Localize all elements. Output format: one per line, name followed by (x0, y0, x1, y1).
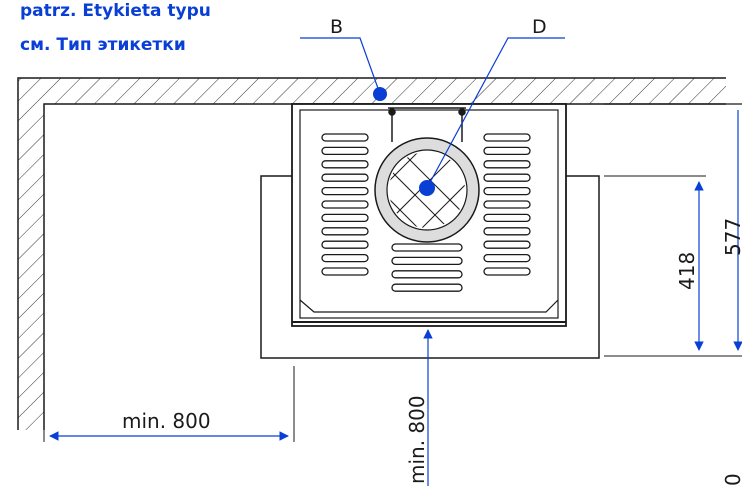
vent-slot (321, 267, 369, 276)
vent-slot (483, 200, 531, 209)
vent-slot (483, 160, 531, 169)
vent-slot (483, 133, 531, 142)
vent-slot (321, 213, 369, 223)
depth-dimension: 418 577 0 (604, 110, 742, 486)
vent-slot (321, 253, 369, 263)
side-clearance-value: min. 800 (122, 409, 211, 433)
ventilation-slots (321, 133, 531, 292)
vent-slot (483, 213, 531, 223)
vent-slot (321, 173, 369, 182)
vent-slot (483, 253, 531, 263)
front-clearance-dimension: min. 800 (405, 329, 433, 486)
vent-slot (483, 227, 531, 236)
label-type-note-russian: см. Тип этикетки (20, 35, 186, 55)
edge-dimension-fragment: 0 (721, 473, 742, 486)
depth-inner-value: 418 (675, 252, 699, 290)
marker-d-label: D (532, 16, 547, 38)
front-clearance-value: min. 800 (405, 395, 429, 484)
vent-slot (391, 256, 463, 266)
vent-slot (483, 186, 531, 196)
vent-slot (391, 283, 463, 292)
vent-slot (321, 186, 369, 196)
vent-slot (321, 227, 369, 236)
vent-slot (321, 160, 369, 169)
vent-slot (321, 240, 369, 249)
label-type-note-polish: patrz. Etykieta typu (20, 1, 211, 21)
vent-slot (483, 173, 531, 182)
depth-outer-value: 577 (721, 218, 742, 256)
marker-b-label: B (330, 16, 343, 38)
vent-slot (321, 146, 369, 156)
vent-slot (483, 240, 531, 249)
vent-slot (321, 133, 369, 142)
side-clearance-dimension: min. 800 (43, 366, 295, 442)
flue-bracket (388, 107, 466, 142)
marker-b: B (300, 16, 387, 101)
vent-slot (483, 146, 531, 156)
vent-slot (391, 243, 463, 252)
vent-slot (321, 200, 369, 209)
vent-slot (391, 270, 463, 279)
marker-d: D (419, 16, 565, 196)
vent-slot (483, 267, 531, 276)
